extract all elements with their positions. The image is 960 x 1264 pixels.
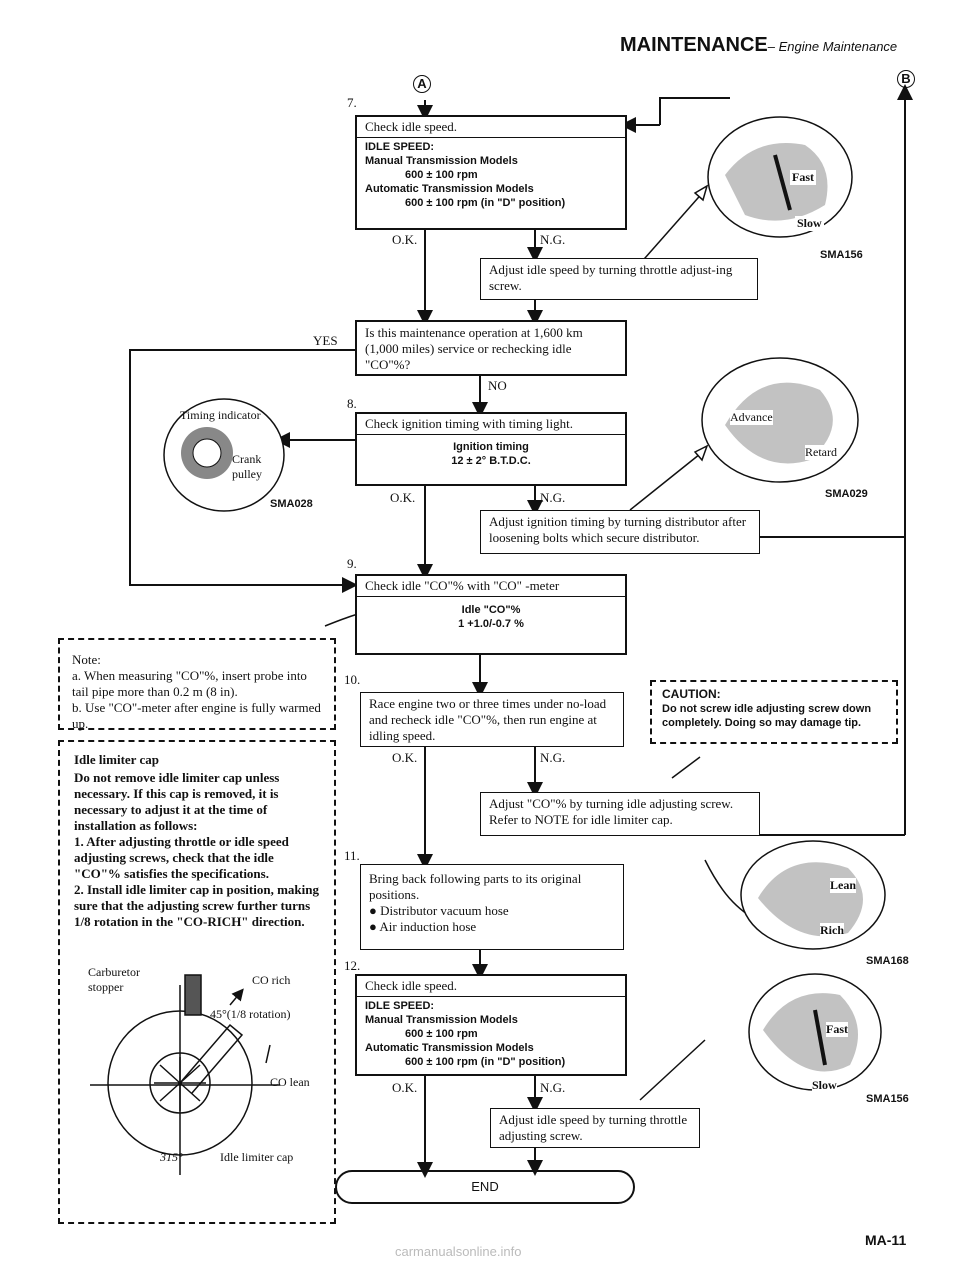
limiter-cap-figure: [90, 974, 280, 1175]
ng-label: N.G.: [540, 232, 566, 247]
no-label: NO: [488, 378, 507, 393]
note-box: Note: a. When measuring "CO"%, insert pr…: [58, 638, 336, 731]
question-box: Is this maintenance operation at 1,600 k…: [355, 320, 627, 376]
spec-line: 1 +1.0/-0.7 %: [458, 618, 524, 630]
co-lean-label: CO lean: [270, 1075, 310, 1089]
note-item-b: b. Use "CO"-meter after engine is fully …: [72, 700, 321, 731]
timing-indicator-label: Timing indicator: [180, 408, 261, 422]
step-number: 10.: [344, 672, 361, 687]
step8-box: Check ignition timing with timing light.…: [355, 412, 627, 486]
limiter-box: Idle limiter cap Do not remove idle limi…: [58, 740, 336, 1224]
yes-label: YES: [313, 333, 338, 348]
spec-line: 600 ± 100 rpm (in "D" position): [405, 197, 566, 209]
ok-label: O.K.: [390, 490, 416, 505]
slow-label: Slow: [812, 1078, 837, 1093]
step7-title: Check idle speed.: [357, 117, 625, 138]
step7-box: Check idle speed. IDLE SPEED: Manual Tra…: [355, 115, 627, 230]
page-number: MA-11: [865, 1232, 907, 1248]
lean-label: Lean: [830, 878, 857, 893]
step11-box: Bring back following parts to its origin…: [360, 864, 624, 950]
rich-label: Rich: [820, 923, 844, 938]
retard-label: Retard: [805, 445, 837, 460]
limiter-cap-label: Idle limiter cap: [220, 1150, 294, 1164]
caution-box: CAUTION: Do not screw idle adjusting scr…: [650, 680, 898, 744]
spec-label: IDLE SPEED:: [365, 141, 435, 153]
limiter-intro: Do not remove idle limiter cap unless ne…: [74, 770, 280, 833]
step-number: 11.: [344, 848, 360, 863]
list-item: Distributor vacuum hose: [380, 903, 509, 918]
limiter-item-1: 1. After adjusting throttle or idle spee…: [74, 834, 289, 881]
step10-box: Race engine two or three times under no-…: [360, 692, 624, 747]
list-item: Air induction hose: [379, 919, 477, 934]
caution-text: Do not screw idle adjusting screw down c…: [662, 703, 872, 729]
ok-label: O.K.: [392, 750, 418, 765]
timing-figure: [163, 398, 285, 512]
angle-label: 315°: [160, 1150, 183, 1164]
ok-label: O.K.: [392, 1080, 418, 1095]
end-terminal: END: [335, 1170, 635, 1204]
page-title: MAINTENANCE– Engine Maintenance: [620, 34, 898, 56]
idle-screw-figure-2: [748, 973, 882, 1091]
step-number: 9.: [347, 556, 357, 571]
step-number: 8.: [347, 396, 357, 411]
connector-a: A: [413, 75, 431, 93]
idle-adjust-figure: [740, 840, 886, 950]
note-title: Note:: [72, 652, 101, 667]
adjust-box: Adjust idle speed by turning throttle ad…: [490, 1108, 700, 1148]
figure-code: SMA156: [866, 1093, 909, 1105]
spec-line: 600 ± 100 rpm: [405, 169, 478, 181]
spec-line: 12 ± 2° B.T.D.C.: [451, 455, 531, 467]
ng-label: N.G.: [540, 490, 566, 505]
step9-box: Check idle "CO"% with "CO" -meter Idle "…: [355, 574, 627, 655]
step12-box: Check idle speed. IDLE SPEED: Manual Tra…: [355, 974, 627, 1076]
figure-code: SMA168: [866, 955, 909, 967]
figure-code: SMA156: [820, 249, 863, 261]
carb-stopper-label: Carburetor stopper: [88, 965, 140, 994]
spec-line: Manual Transmission Models: [365, 1014, 518, 1026]
limiter-title: Idle limiter cap: [74, 752, 159, 767]
ok-label: O.K.: [392, 232, 418, 247]
spec-line: 600 ± 100 rpm: [405, 1028, 478, 1040]
watermark: carmanualsonline.info: [395, 1244, 522, 1259]
adjust-box: Adjust "CO"% by turning idle adjusting s…: [480, 792, 760, 836]
spec-line: Idle "CO"%: [461, 604, 521, 616]
ng-label: N.G.: [540, 750, 566, 765]
rotation-label: 45°(1/8 rotation): [210, 1007, 291, 1021]
figure-code: SMA028: [270, 498, 313, 510]
adjust-box: Adjust ignition timing by turning distri…: [480, 510, 760, 554]
spec-line: 600 ± 100 rpm (in "D" position): [405, 1056, 566, 1068]
step-number: 12.: [344, 958, 361, 973]
spec-line: Manual Transmission Models: [365, 155, 518, 167]
ng-label: N.G.: [540, 1080, 566, 1095]
step9-title: Check idle "CO"% with "CO" -meter: [357, 576, 625, 597]
fast-label: Fast: [826, 1022, 848, 1037]
adjust-box: Adjust idle speed by turning throttle ad…: [480, 258, 758, 300]
figure-code: SMA029: [825, 488, 868, 500]
spec-line: Automatic Transmission Models: [365, 183, 534, 195]
slow-label: Slow: [795, 216, 824, 231]
crank-pulley-label: Crank pulley: [232, 452, 262, 481]
connector-b: B: [897, 70, 915, 88]
distributor-figure: [701, 357, 859, 483]
caution-title: CAUTION:: [662, 687, 721, 701]
spec-line: Ignition timing: [453, 441, 529, 453]
limiter-item-2: 2. Install idle limiter cap in position,…: [74, 882, 319, 929]
spec-line: Automatic Transmission Models: [365, 1042, 534, 1054]
note-item-a: a. When measuring "CO"%, insert probe in…: [72, 668, 307, 699]
co-rich-label: CO rich: [252, 973, 291, 987]
step11-intro: Bring back following parts to its origin…: [369, 871, 582, 902]
idle-screw-figure: [707, 116, 853, 238]
spec-label: IDLE SPEED:: [365, 1000, 435, 1012]
advance-label: Advance: [730, 410, 773, 425]
step12-title: Check idle speed.: [357, 976, 625, 997]
step8-title: Check ignition timing with timing light.: [357, 414, 625, 435]
step-number: 7.: [347, 95, 357, 110]
fast-label: Fast: [790, 170, 816, 185]
